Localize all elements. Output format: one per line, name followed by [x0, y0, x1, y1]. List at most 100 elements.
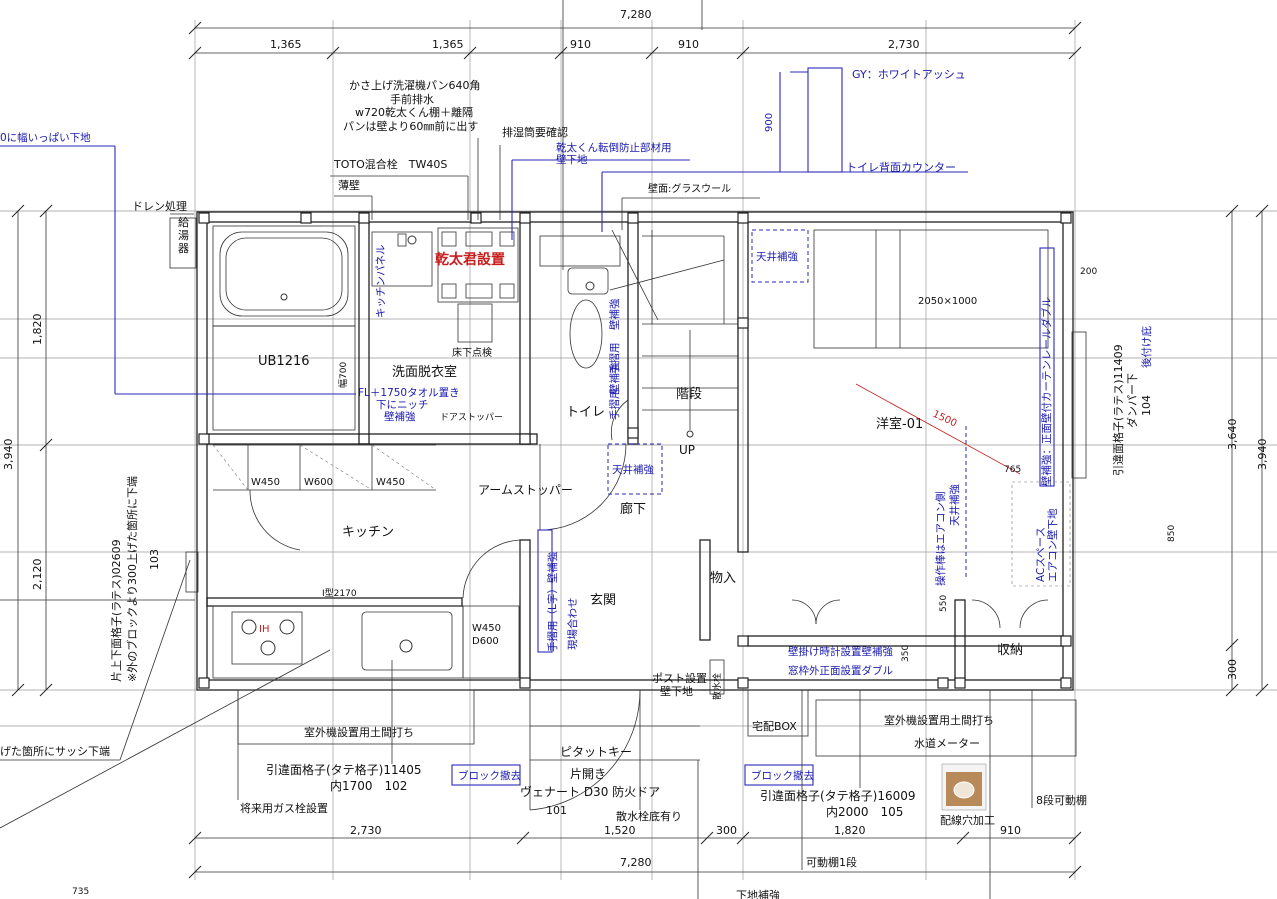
- note-handrail-2b: 壁補強: [608, 362, 621, 394]
- dim-left-total: 3,940: [2, 439, 15, 471]
- exterior-pads: [237, 659, 1077, 810]
- note-handrail-1b: 壁補強: [608, 298, 621, 330]
- note-water-meter: 水道メーター: [914, 736, 980, 750]
- left-dimension-lines: [11, 204, 53, 697]
- dim-bottom-seg-2: 1,520: [604, 824, 636, 837]
- note-drain: ドレン処理: [132, 200, 187, 213]
- water-heater: [169, 217, 197, 269]
- note-toilet-counter: トイレ背面カウンター: [846, 160, 956, 174]
- top-leader-lines: [170, 0, 760, 270]
- dim-103: 103: [148, 549, 161, 570]
- room-closet: 収納: [997, 643, 1023, 658]
- label-w450-a: W450: [251, 477, 280, 488]
- note-ceiling-reinforce-2: 天井補強: [612, 463, 654, 476]
- block-remove-left-box: [451, 764, 521, 786]
- dim-top-seg-1: 1,365: [270, 38, 302, 51]
- note-ceiling-reinforce-1: 天井補強: [756, 250, 798, 263]
- label-ih: IH: [259, 624, 269, 635]
- dim-bottom-seg-3: 300: [716, 824, 737, 837]
- note-niche: 下にニッチ: [376, 399, 429, 411]
- dim-bottom-seg-1: 2,730: [350, 824, 382, 837]
- kitchen-counter: [212, 444, 520, 679]
- note-window-left: 引違面格子(タテ格子)11405: [266, 762, 422, 777]
- note-width-700: 幅700: [337, 362, 349, 388]
- dim-right-bottom: 300: [1226, 659, 1239, 680]
- dim-200: 200: [1080, 267, 1097, 277]
- note-movable-shelf-8: 8段可動棚: [1036, 793, 1087, 807]
- note-drain-hose: 散水栓底有り: [616, 809, 682, 823]
- note-outdoor-unit-right: 室外機設置用土間打ち: [884, 713, 994, 727]
- left-window: [185, 551, 199, 593]
- note-exhaust-pipe: 排湿筒要確認: [502, 125, 568, 139]
- note-towel: FL＋1750タオル置き: [358, 387, 460, 399]
- note-drain-box: 散水栓: [711, 673, 723, 700]
- label-w450-b: W450: [376, 477, 405, 488]
- note-movable-shelf-1: 可動棚1段: [806, 855, 857, 869]
- note-thin-wall: 薄壁: [338, 178, 360, 192]
- aircon-diagonal: [855, 383, 1021, 475]
- dim-900: 900: [764, 113, 775, 132]
- dim-top-total: 7,280: [620, 8, 652, 21]
- dim-850: 850: [1167, 525, 1177, 542]
- note-front-drain: 手前排水: [390, 92, 434, 106]
- interior-walls: [206, 221, 1064, 681]
- note-site-adjust: 現場合わせ: [566, 598, 579, 651]
- room-storage: 物入: [710, 571, 736, 586]
- note-window-left-sub: 内1700 102: [330, 779, 407, 793]
- note-ceiling-reinforce-3: 天井補強: [948, 484, 961, 526]
- note-handrail-3: 手摺用（L字）壁補強: [546, 551, 559, 652]
- note-floor-inspection: 床下点検: [452, 346, 492, 359]
- label-w450: W450: [472, 623, 501, 634]
- handrail-l-box: [537, 529, 553, 653]
- label-kitchen-type: I型2170: [322, 588, 357, 599]
- note-window-side-right-sub: ダンパー下: [1125, 373, 1139, 428]
- room-kitchen: キッチン: [342, 525, 394, 540]
- note-door-no: 101: [546, 804, 567, 817]
- ceiling-reinforce-box-2: [607, 443, 663, 495]
- dim-left-seg-2: 2,120: [31, 559, 44, 591]
- note-under-base: 下地補強: [736, 889, 780, 899]
- note-outdoor-unit-left: 室外機設置用土間打ち: [304, 725, 414, 739]
- note-handrail-1: 手摺用: [608, 343, 621, 375]
- note-clock: 壁掛け時計設置壁補強: [788, 645, 893, 658]
- note-door-stopper: ドアストッパー: [440, 412, 503, 423]
- staircase: [609, 229, 738, 438]
- block-remove-right-box: [744, 764, 814, 786]
- note-gy: GY：ホワイトアッシュ: [852, 68, 966, 81]
- toilet-fixture: [539, 235, 621, 369]
- right-dimension-lines: [1225, 204, 1269, 697]
- note-arm-stopper: アームストッパー: [478, 483, 573, 497]
- note-curtain: 壁補強：正面壁付カーテンレールダブル: [1040, 297, 1053, 486]
- note-window-side-right-no: 104: [1140, 395, 1153, 416]
- dim-right-outer: 3,940: [1256, 439, 1269, 471]
- right-window: [1071, 331, 1087, 479]
- room-corridor: 廊下: [620, 501, 646, 517]
- note-wall-finish: 壁面:グラスウール: [648, 182, 731, 195]
- room-washroom: 洗面脱衣室: [392, 364, 457, 380]
- label-w600: W600: [304, 477, 333, 488]
- note-window-frame: 窓枠外正面設置ダブル: [788, 664, 893, 677]
- note-kantakun-shelf: w720乾太くん棚＋離隔: [355, 105, 473, 119]
- note-wall-base-post: 壁下地: [660, 684, 693, 698]
- note-window-right-sub: 内2000 105: [826, 805, 903, 819]
- washbasin: [371, 231, 433, 287]
- dim-top-seg-4: 910: [678, 38, 699, 51]
- note-post: ポスト設置: [652, 671, 707, 685]
- room-entrance: 玄関: [590, 593, 616, 608]
- room-ub: UB1216: [258, 354, 310, 369]
- note-retrofit: 後付け庇: [1140, 326, 1153, 368]
- dim-bottom-seg-5: 910: [1000, 824, 1021, 837]
- doors: [249, 399, 1049, 811]
- left-leader-lines: [0, 145, 356, 829]
- label-kyuto: 給湯器: [178, 215, 189, 255]
- label-2050x1000: 2050×1000: [918, 296, 977, 307]
- note-laundry-pan: かさ上げ洗濯機パン640角: [349, 78, 481, 92]
- note-window-side-right: 引違面格子(ラテス)11409: [1111, 344, 1125, 476]
- dim-top-seg-2: 1,365: [432, 38, 464, 51]
- ceiling-reinforce-box-1: [751, 229, 809, 283]
- bathtub: [212, 225, 356, 431]
- columns: [198, 212, 1072, 689]
- note-window-side-left-sub: ※外のブロックより300上げた箇所に下端: [125, 476, 139, 682]
- note-kantakun-fall: 乾太くん転倒防止部材用: [556, 141, 672, 154]
